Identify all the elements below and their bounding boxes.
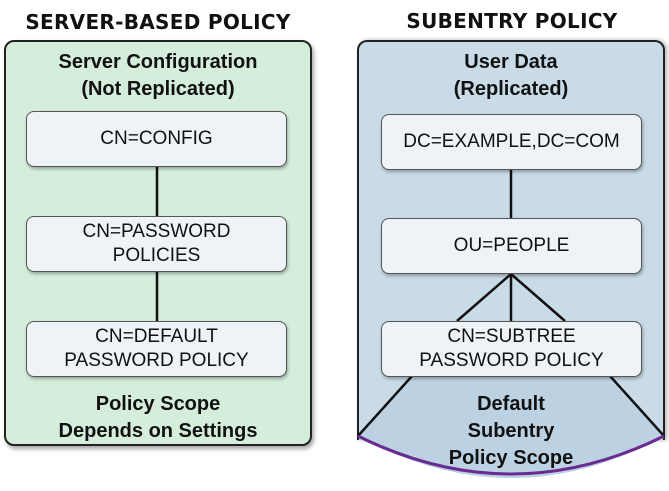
connector-line: [456, 273, 512, 322]
server-policy-title: SERVER-BASED POLICY: [25, 10, 291, 34]
server-policy-heading: Server Configuration (Not Replicated): [6, 49, 310, 103]
heading-line: (Not Replicated): [81, 78, 235, 100]
subentry-policy-title: SUBENTRY POLICY: [406, 9, 618, 33]
node-label: CN=DEFAULT: [95, 326, 218, 347]
node-dc-example-dc-com: DC=EXAMPLE,DC=COM: [381, 114, 642, 170]
node-cn-subtree-password-policy: CN=SUBTREE PASSWORD POLICY: [381, 321, 642, 377]
scope-line: Subentry: [467, 420, 555, 442]
scope-line: Policy Scope: [95, 393, 221, 415]
node-label: PASSWORD POLICY: [64, 350, 249, 371]
scope-line: Default: [477, 393, 545, 415]
node-cn-config: CN=CONFIG: [26, 111, 287, 167]
node-label: CN=CONFIG: [100, 128, 213, 149]
scope-edge-left: [357, 375, 413, 437]
node-cn-default-password-policy: CN=DEFAULT PASSWORD POLICY: [26, 321, 287, 377]
node-label: CN=SUBTREE: [447, 326, 576, 347]
node-label: POLICIES: [112, 245, 201, 266]
subentry-policy-heading: User Data (Replicated): [359, 49, 663, 103]
server-policy-scope: Policy Scope Depends on Settings: [6, 391, 310, 445]
node-cn-password-policies: CN=PASSWORD POLICIES: [26, 216, 287, 272]
subentry-policy-scope: Default Subentry Policy Scope: [359, 391, 663, 472]
scope-edge-right: [609, 375, 665, 437]
heading-line: Server Configuration: [58, 51, 258, 73]
node-label: OU=PEOPLE: [453, 235, 570, 256]
connector-line: [510, 273, 566, 322]
node-ou-people: OU=PEOPLE: [381, 218, 642, 274]
heading-line: User Data: [464, 51, 558, 73]
scope-line: Depends on Settings: [58, 420, 258, 442]
node-label: PASSWORD POLICY: [419, 350, 604, 371]
node-label: CN=PASSWORD: [82, 221, 231, 242]
node-label: DC=EXAMPLE,DC=COM: [403, 131, 620, 152]
scope-line: Policy Scope: [448, 447, 574, 469]
heading-line: (Replicated): [453, 78, 569, 100]
scope-arc: [357, 434, 665, 476]
scope-cone: [358, 376, 664, 478]
